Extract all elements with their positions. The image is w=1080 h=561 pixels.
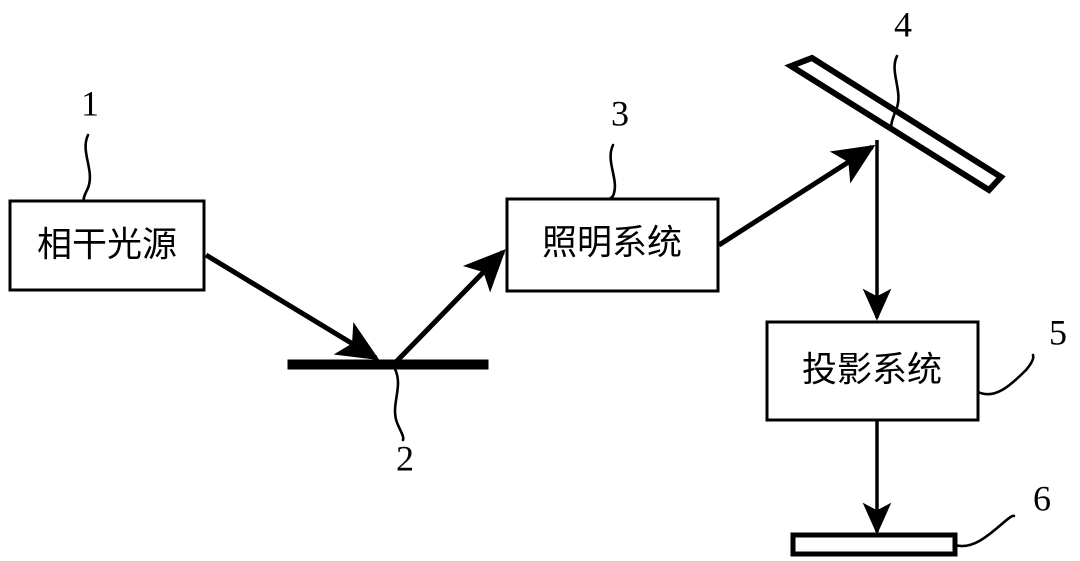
component-2-flat-mirror: 2 (287, 359, 489, 478)
box-projection-system (765, 320, 980, 422)
ref-number-4: 4 (894, 4, 912, 44)
leader-line-3 (608, 143, 617, 201)
beam-illumination-to-tilted-mirror (717, 144, 876, 248)
leader-line-1 (82, 133, 92, 203)
component-6-substrate: 6 (790, 478, 1051, 557)
beam-source-to-flat-mirror (204, 252, 380, 361)
flat-mirror-bar (287, 359, 489, 370)
box-label-projection-system: 投影系统 (802, 350, 942, 389)
beam-paths (204, 140, 892, 535)
leader-line-6 (953, 514, 1016, 548)
leader-line-4 (889, 54, 900, 133)
box-coherent-light-source (8, 199, 206, 292)
ref-number-3: 3 (611, 93, 629, 133)
ref-number-6: 6 (1033, 478, 1051, 518)
ref-number-2: 2 (396, 438, 414, 478)
leader-line-5 (976, 353, 1035, 396)
tilted-mirror-plate (784, 54, 1006, 194)
ref-number-1: 1 (81, 83, 99, 123)
component-4-tilted-mirror: 4 (784, 4, 1006, 194)
box-label-illumination-system: 照明系统 (542, 223, 682, 262)
leader-line-2 (393, 367, 405, 442)
beam-flat-mirror-to-illumination (391, 249, 506, 367)
component-3-illumination-system: 照明系统 3 (505, 93, 720, 293)
component-1-coherent-light-source: 相干光源 1 (8, 83, 206, 292)
ref-number-5: 5 (1049, 312, 1067, 352)
box-label-coherent-light-source: 相干光源 (37, 225, 177, 264)
box-illumination-system (505, 197, 720, 293)
component-5-projection-system: 投影系统 5 (765, 312, 1067, 422)
substrate-plate (790, 532, 958, 557)
